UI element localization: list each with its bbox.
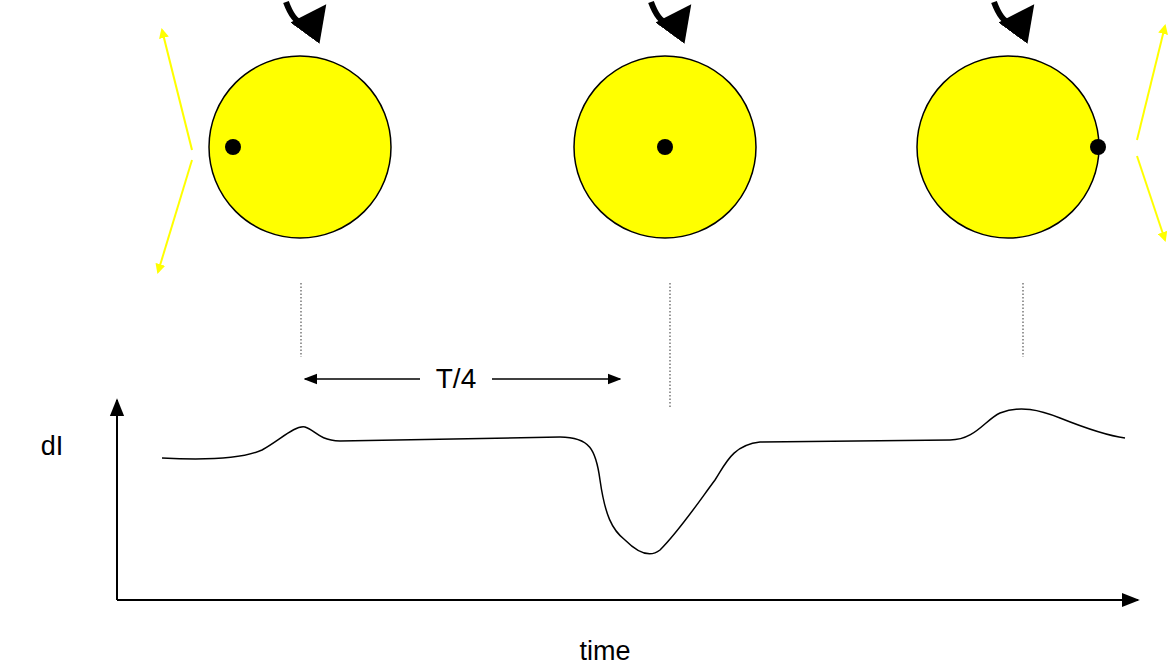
interval-label: T/4 bbox=[433, 365, 479, 393]
plot-axis bbox=[117, 400, 1138, 600]
axis-label: time bbox=[576, 638, 633, 665]
light-curve bbox=[162, 409, 1125, 554]
hot-spot bbox=[225, 139, 1106, 155]
emission-arrow bbox=[158, 26, 1165, 272]
rotation-arrow bbox=[286, 2, 1030, 23]
axis-label: dI bbox=[38, 433, 67, 460]
guide-line bbox=[301, 283, 1023, 408]
star-disk bbox=[209, 56, 1099, 238]
